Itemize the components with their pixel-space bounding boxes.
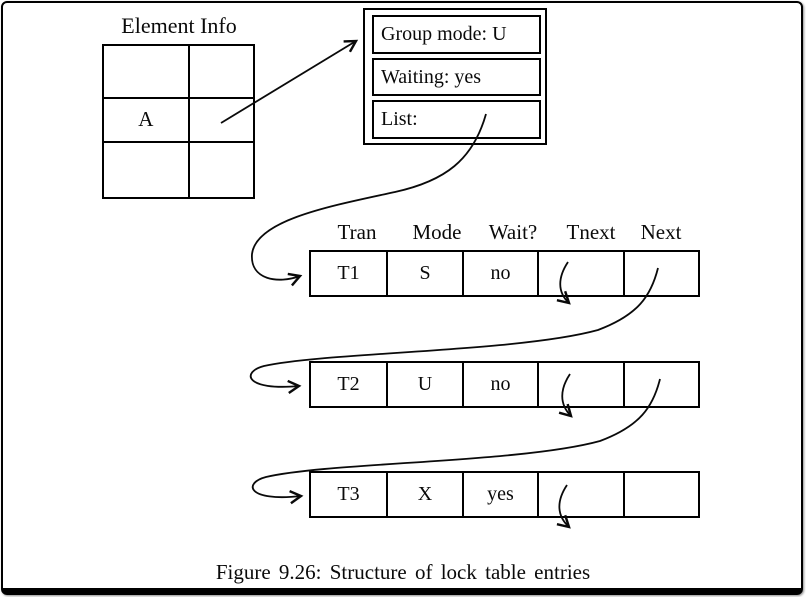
element-cell-empty — [104, 46, 190, 99]
tran-cell: T2 — [311, 363, 388, 406]
mode-cell: U — [388, 363, 464, 406]
element-cell-empty — [104, 142, 190, 197]
element-info-title: Element Info — [121, 13, 237, 38]
mode-cell: S — [388, 252, 464, 295]
wait-cell: no — [464, 363, 539, 406]
wait-cell: no — [464, 252, 539, 295]
lock-row-t1: T1 S no — [309, 250, 700, 297]
lock-row-t3: T3 X yes — [309, 471, 700, 518]
element-cell-pointer — [189, 99, 253, 143]
tnext-cell — [539, 252, 625, 295]
tnext-cell — [539, 473, 625, 516]
waiting-row: Waiting: yes — [372, 57, 541, 97]
lock-row-t2: T2 U no — [309, 361, 700, 408]
next-cell — [625, 363, 698, 406]
element-cell-a: A — [104, 98, 190, 143]
column-header-next: Next — [640, 220, 682, 244]
column-header-tran: Tran — [337, 220, 377, 244]
element-info-table: A — [102, 44, 255, 199]
tnext-cell — [539, 363, 625, 406]
figure-caption: Figure 9.26: Structure of lock table ent… — [215, 560, 591, 584]
tran-cell: T3 — [311, 473, 388, 516]
next-cell — [625, 252, 698, 295]
column-header-wait: Wait? — [488, 220, 538, 244]
element-cell-empty — [190, 143, 253, 197]
tran-cell: T1 — [311, 252, 388, 295]
group-mode-row: Group mode: U — [372, 15, 541, 54]
mode-cell: X — [388, 473, 464, 516]
wait-cell: yes — [464, 473, 539, 516]
element-cell-empty — [189, 46, 253, 99]
column-header-tnext: Tnext — [566, 220, 616, 244]
next-cell — [625, 473, 698, 516]
column-header-mode: Mode — [412, 220, 462, 244]
lock-entry-box: Group mode: U Waiting: yes List: — [363, 8, 547, 145]
list-row: List: — [372, 100, 541, 140]
